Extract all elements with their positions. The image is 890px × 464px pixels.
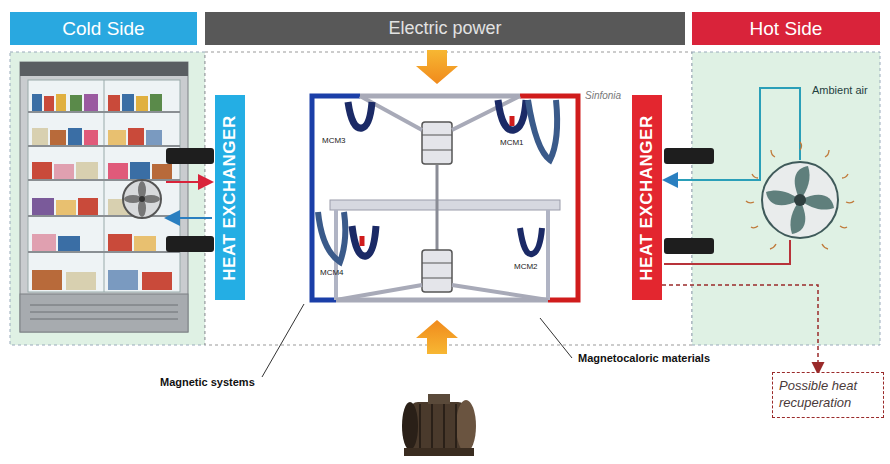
vertical-label: HEAT EXCHANGER [637, 115, 657, 280]
motor-illustration [402, 394, 476, 456]
cold-panel [10, 52, 205, 345]
air-loop-cold [666, 88, 800, 180]
header-band: Electric power [205, 12, 685, 45]
callout-label: MCM4 [320, 268, 344, 277]
flow-arrow [168, 217, 212, 219]
callout-label: MCM3 [322, 136, 346, 145]
power-arrow [416, 50, 458, 84]
logo-text: Sinfonia [585, 90, 621, 101]
annotation-label: Magnetocaloric materials [578, 352, 710, 364]
magnetocaloric-machine [312, 96, 578, 300]
fridge [20, 62, 188, 332]
hot-fan [746, 142, 854, 249]
heat-exchanger-bar: HEAT EXCHANGER [632, 95, 662, 300]
center-panel [205, 52, 692, 345]
leader-line [540, 318, 572, 358]
cold-fan [123, 180, 161, 218]
annotation-label: Ambient air [812, 84, 868, 96]
hot-panel [692, 52, 880, 345]
leader-line [262, 304, 304, 377]
power-arrow [416, 320, 458, 354]
header-text: Electric power [388, 18, 501, 39]
heat-exchanger-bar: HEAT EXCHANGER [215, 95, 245, 300]
air-loop-hot [664, 240, 790, 264]
callout-label: MCM1 [500, 138, 524, 147]
header-band: Cold Side [10, 12, 197, 45]
header-band: Hot Side [692, 12, 880, 45]
callout-label: MCM2 [514, 262, 538, 271]
heat-sink [166, 148, 214, 164]
annotation-label: Magnetic systems [160, 376, 255, 388]
heat-sink [664, 238, 714, 254]
flow-arrow [166, 181, 210, 183]
note-text: Possible heat recuperation [779, 378, 877, 412]
header-text: Cold Side [62, 18, 144, 40]
heat-sink [166, 236, 214, 252]
heat-sink [664, 148, 714, 164]
header-text: Hot Side [750, 18, 823, 40]
note-box: Possible heat recuperation [772, 372, 884, 418]
vertical-label: HEAT EXCHANGER [220, 115, 240, 280]
